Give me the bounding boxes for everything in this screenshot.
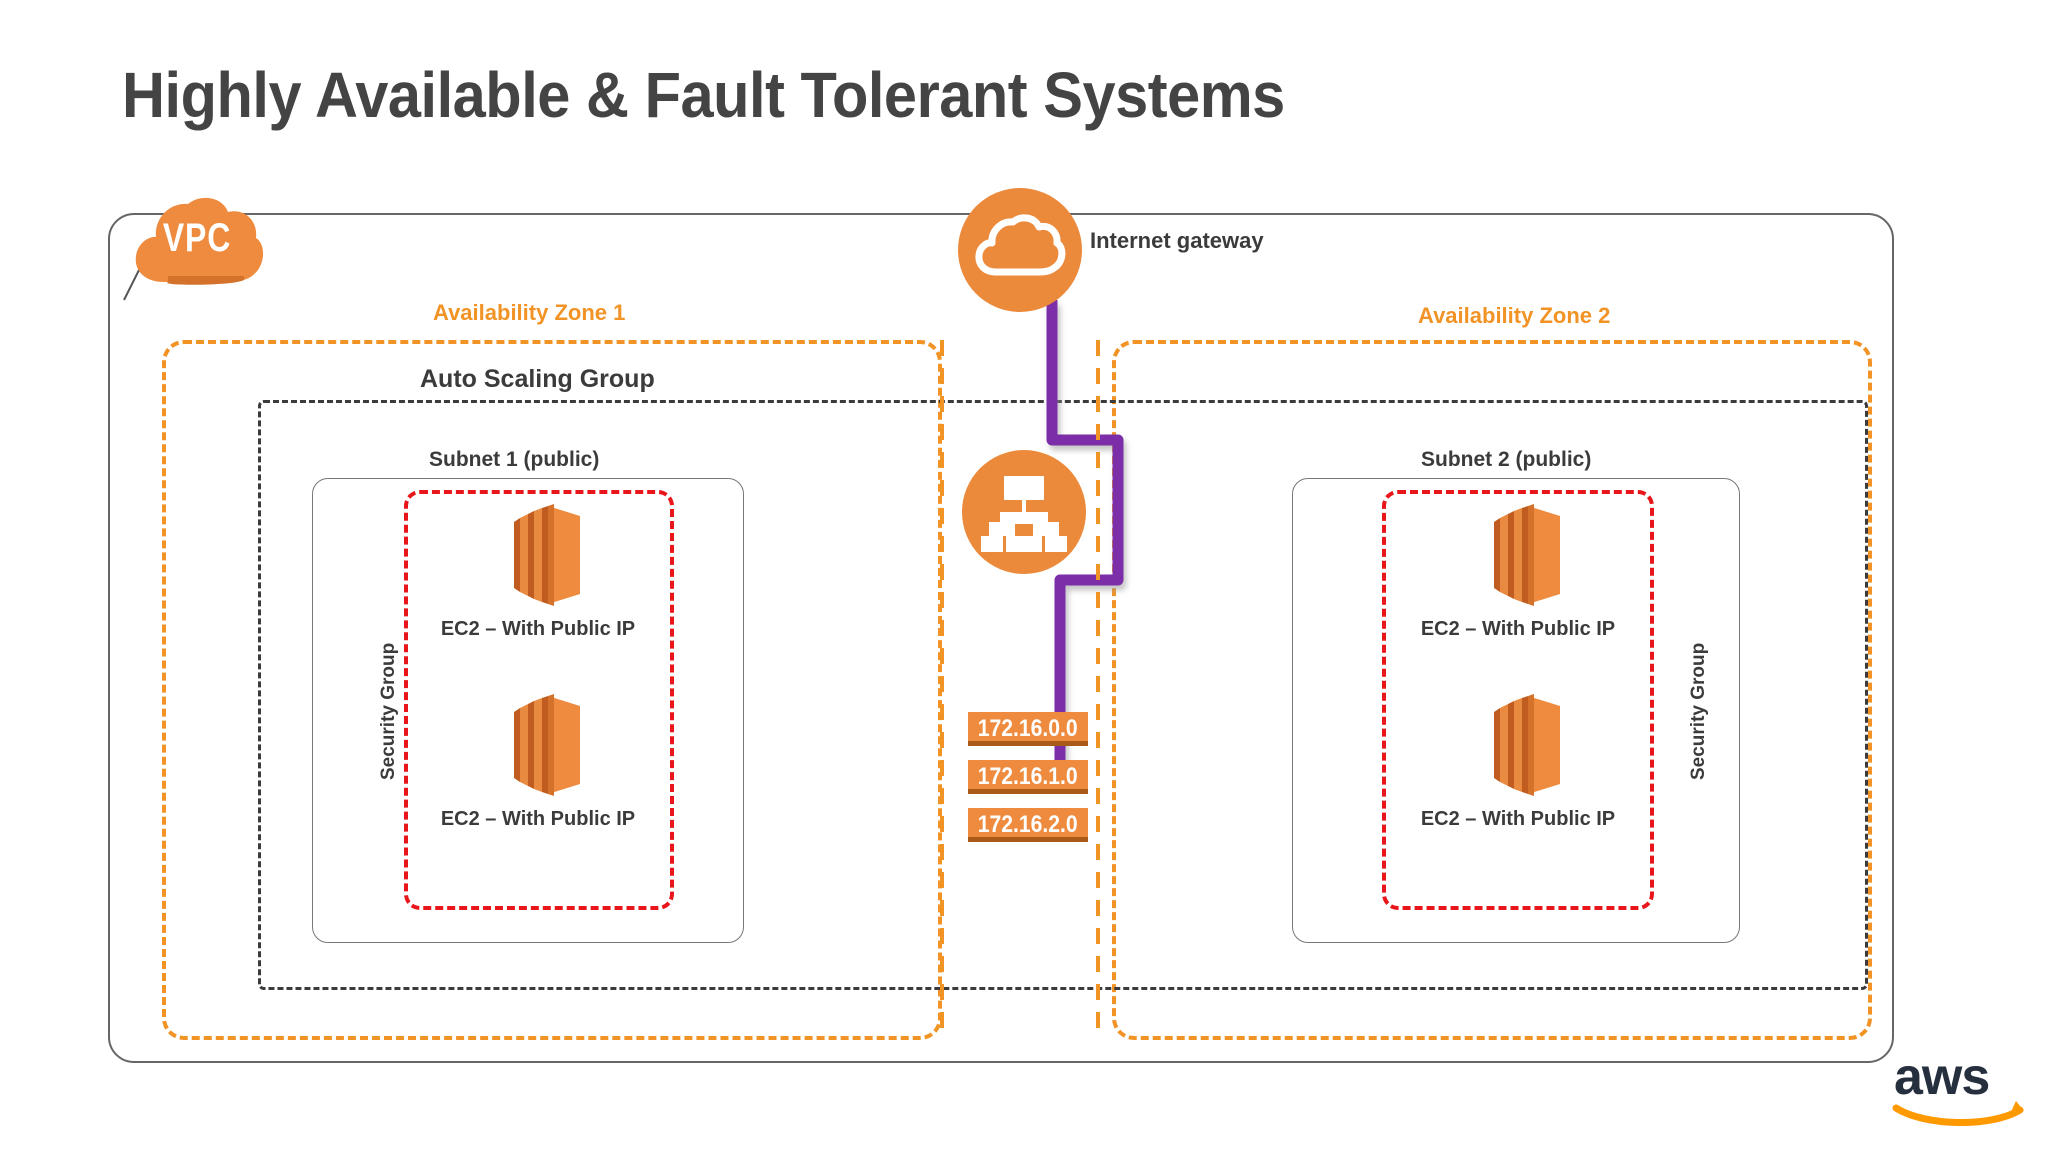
security-group-1-label: Security Group [378,642,399,780]
internet-gateway-cloud-icon [975,214,1066,276]
ec2-instance-icon [484,690,592,800]
aws-logo: aws [1890,1048,2030,1128]
vpc-badge-label: VPC [162,216,232,260]
cidr-label: 172.16.2.0 [968,808,1088,842]
internet-gateway-label: Internet gateway [1090,228,1264,253]
svg-text:aws: aws [1894,1048,1989,1106]
subnet-2-label: Subnet 2 (public) [1414,448,1599,472]
cidr-label: 172.16.1.0 [968,760,1088,794]
router-node[interactable] [962,450,1086,574]
ec2-instance-label: EC2 – With Public IP [440,808,636,830]
page-title: Highly Available & Fault Tolerant System… [122,59,1285,131]
cidr-label: 172.16.0.0 [968,712,1088,746]
availability-zone-2-label: Availability Zone 2 [1418,303,1611,328]
router-tree-icon [981,476,1067,552]
internet-gateway[interactable] [958,188,1082,312]
security-group-2-label: Security Group [1688,642,1709,780]
auto-scaling-group-label: Auto Scaling Group [412,365,663,394]
security-group-2-boundary [1382,490,1654,910]
ec2-instance-icon [1464,690,1572,800]
security-group-1-boundary [404,490,674,910]
ec2-instance-icon [1464,500,1572,610]
ec2-instance-label: EC2 – With Public IP [1420,618,1616,640]
ec2-instance[interactable]: EC2 – With Public IP [1418,690,1618,831]
availability-zone-1-label: Availability Zone 1 [433,300,626,325]
ec2-instance[interactable]: EC2 – With Public IP [1418,500,1618,641]
subnet-1-boundary [312,478,744,943]
subnet-2-boundary [1292,478,1740,943]
ec2-instance-label: EC2 – With Public IP [440,618,636,640]
ec2-instance[interactable]: EC2 – With Public IP [438,500,638,641]
ec2-instance[interactable]: EC2 – With Public IP [438,690,638,831]
ec2-instance-label: EC2 – With Public IP [1420,808,1616,830]
cloud-icon [135,197,264,285]
ec2-instance-icon [484,500,592,610]
subnet-1-label: Subnet 1 (public) [422,448,607,472]
vpc-cloud-badge: VPC [124,190,270,290]
